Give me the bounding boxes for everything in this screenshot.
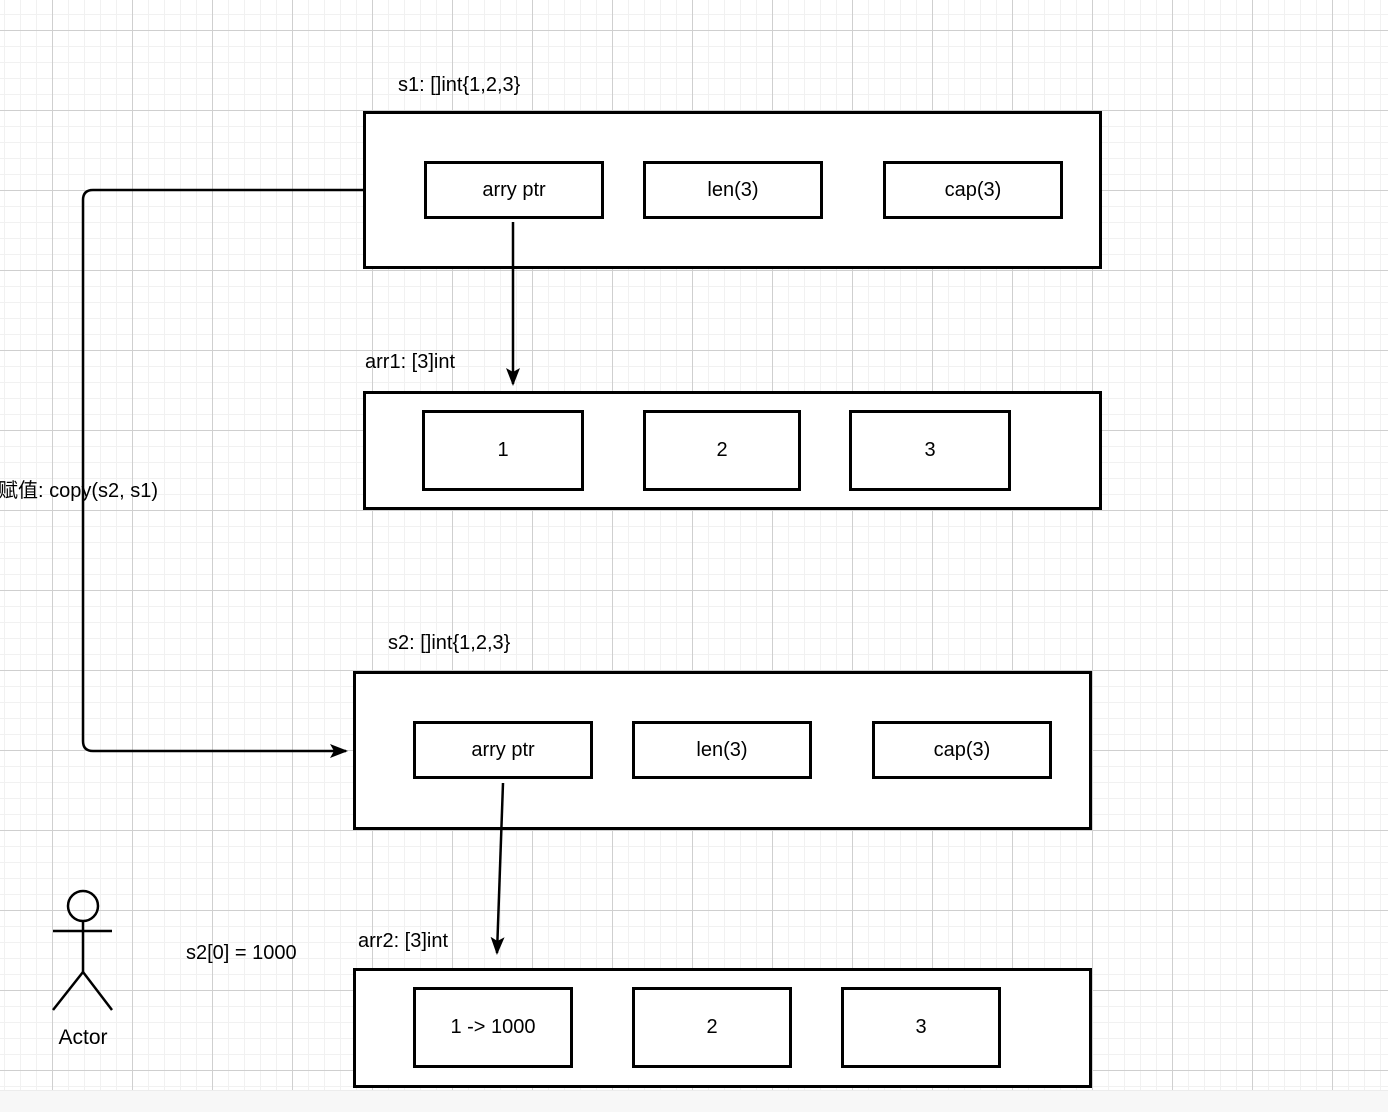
s1-cell-cap-label: cap(3) [944, 178, 1002, 201]
s2-cell-len-label: len(3) [696, 738, 748, 761]
arr1-cell-1-label: 2 [716, 439, 728, 461]
arr1-cell-2[interactable]: 3 [849, 410, 1011, 491]
arr1-cell-1[interactable]: 2 [643, 410, 801, 491]
arr1-cell-0-label: 1 [497, 439, 509, 461]
arr1-cell-2-label: 3 [924, 439, 936, 461]
arr2-cell-0-label: 1 -> 1000 [450, 1016, 536, 1038]
s1-title[interactable]: s1: []int{1,2,3} [398, 74, 521, 96]
s2-cell-cap[interactable]: cap(3) [872, 721, 1052, 779]
s2-title[interactable]: s2: []int{1,2,3} [388, 632, 511, 654]
s1-cell-len-label: len(3) [707, 178, 759, 201]
arr2-title[interactable]: arr2: [3]int [358, 930, 449, 952]
arr2-cell-2-label: 3 [915, 1016, 927, 1038]
arrow-copy-s1-to-s2[interactable] [81, 188, 363, 758]
arr1-cell-0[interactable]: 1 [422, 410, 584, 491]
s2-cell-cap-label: cap(3) [933, 738, 991, 761]
s1-cell-arry-ptr-label: arry ptr [482, 178, 546, 201]
s1-cell-cap[interactable]: cap(3) [883, 161, 1063, 219]
actor-left-leg-icon [52, 971, 84, 1011]
arrow-s2-ptr-to-arr2[interactable] [490, 782, 505, 955]
actor-figure[interactable] [52, 889, 113, 1011]
actor-head-icon [66, 889, 100, 923]
mutation-label[interactable]: s2[0] = 1000 [186, 942, 297, 964]
page-edge-strip [0, 1090, 1388, 1112]
s2-cell-arry-ptr-label: arry ptr [471, 738, 535, 761]
arr2-cell-2[interactable]: 3 [841, 987, 1001, 1068]
copy-operation-label[interactable]: 赋值: copy(s2, s1) [0, 480, 159, 502]
arr2-cell-1-label: 2 [706, 1016, 718, 1038]
actor-label[interactable]: Actor [58, 1026, 108, 1049]
arr2-cell-0[interactable]: 1 -> 1000 [413, 987, 573, 1068]
s1-cell-len[interactable]: len(3) [643, 161, 823, 219]
s2-cell-len[interactable]: len(3) [632, 721, 812, 779]
actor-right-leg-icon [82, 971, 113, 1011]
arr2-cell-1[interactable]: 2 [632, 987, 792, 1068]
s1-cell-arry-ptr[interactable]: arry ptr [424, 161, 604, 219]
arr1-title[interactable]: arr1: [3]int [365, 351, 456, 373]
s2-cell-arry-ptr[interactable]: arry ptr [413, 721, 593, 779]
